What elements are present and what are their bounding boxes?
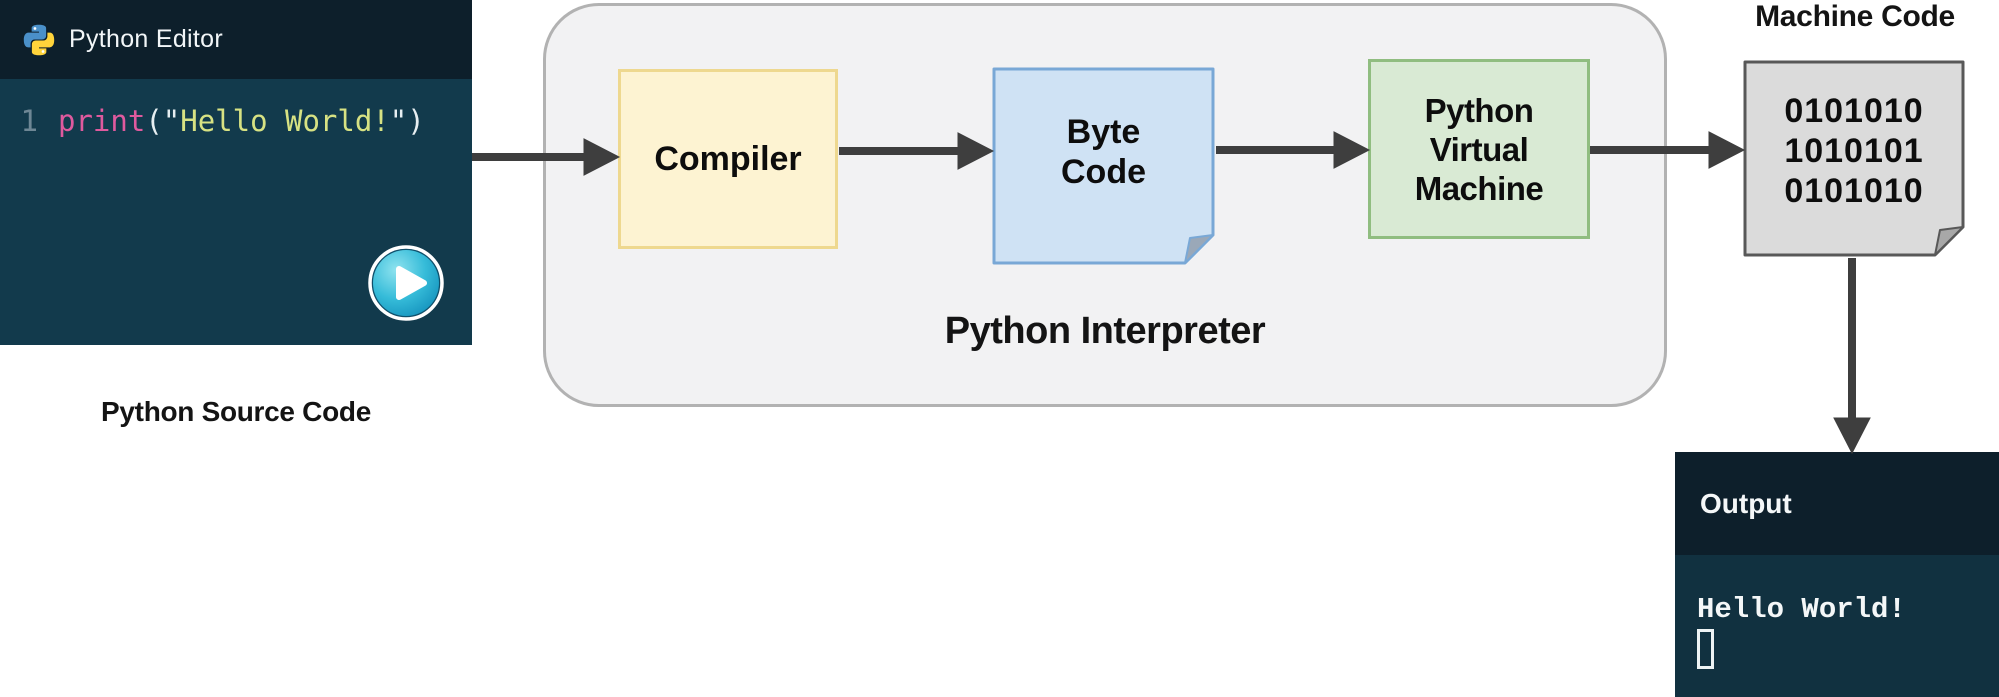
run-button[interactable] xyxy=(367,244,445,322)
code-token-string: Hello World! xyxy=(180,104,390,138)
editor-header: Python Editor xyxy=(0,0,472,79)
sticky-note-shape xyxy=(1743,60,1965,257)
output-text: Hello World! xyxy=(1697,593,1906,626)
output-terminal: Hello World! xyxy=(1675,555,1999,697)
python-logo-icon xyxy=(23,24,55,55)
code-line: print("Hello World!") xyxy=(58,103,425,139)
code-token-close: ") xyxy=(389,104,425,138)
sticky-note-shape xyxy=(992,67,1215,265)
interpreter-label: Python Interpreter xyxy=(944,310,1266,352)
code-token-open: (" xyxy=(145,104,181,138)
compiler-box: Compiler xyxy=(618,69,838,249)
python-virtual-machine-box: Python Virtual Machine xyxy=(1368,59,1590,239)
binary-line2: 1010101 xyxy=(1784,131,1924,170)
folded-corner-icon xyxy=(1184,234,1214,264)
output-header: Output xyxy=(1675,452,1999,555)
binary-line3: 0101010 xyxy=(1784,171,1924,210)
compiler-label: Compiler xyxy=(654,139,802,178)
machine-code-note: 0101010 1010101 0101010 xyxy=(1743,60,1965,257)
source-code-caption: Python Source Code xyxy=(101,396,371,427)
pvm-label-line3: Machine xyxy=(1414,169,1544,207)
binary-line1: 0101010 xyxy=(1784,91,1924,130)
folded-corner-icon xyxy=(1934,226,1964,256)
output-panel: Output Hello World! xyxy=(1675,452,1999,697)
line-number: 1 xyxy=(20,104,38,138)
machine-code-title: Machine Code xyxy=(1755,0,1955,33)
pvm-label-line1: Python xyxy=(1424,91,1534,129)
code-token-keyword: print xyxy=(58,104,146,138)
pvm-label-line2: Virtual xyxy=(1429,130,1529,168)
python-editor-panel: Python Editor 1 print("Hello World!") xyxy=(0,0,472,345)
code-editor-area[interactable]: 1 print("Hello World!") xyxy=(0,103,472,139)
terminal-cursor xyxy=(1697,629,1714,669)
output-title: Output xyxy=(1700,487,1792,519)
byte-code-label-line2: Code xyxy=(1061,153,1146,192)
editor-title: Python Editor xyxy=(69,25,223,53)
byte-code-label-line1: Byte xyxy=(1066,113,1141,152)
play-icon xyxy=(396,266,427,300)
arrow-machinecode-to-output xyxy=(1833,258,1871,455)
byte-code-note: Byte Code xyxy=(992,67,1215,265)
